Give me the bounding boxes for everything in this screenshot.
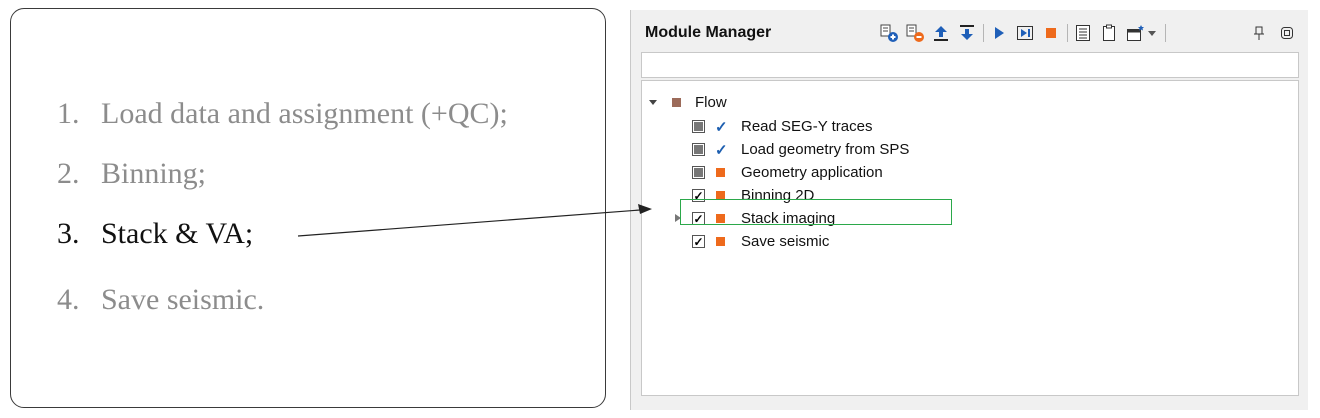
module-label: Geometry application [741, 164, 883, 181]
done-check-icon: ✓ [715, 141, 728, 159]
pending-status-icon [716, 191, 725, 200]
module-checkbox[interactable] [692, 166, 705, 179]
tree-label: Flow [695, 94, 727, 111]
expand-arrow-icon[interactable] [648, 94, 662, 111]
new-window-icon[interactable] [1125, 22, 1145, 44]
module-manager-window: Module Manager [630, 10, 1308, 410]
step-4: 4. Save seismic. [57, 283, 264, 317]
tree-root-flow[interactable]: Flow [648, 91, 727, 114]
module-checkbox[interactable]: ✓ [692, 234, 705, 249]
stop-icon[interactable] [1041, 22, 1061, 44]
steps-panel: 1. Load data and assignment (+QC); 2. Binn… [10, 8, 606, 408]
step-text: Stack & VA; [101, 217, 254, 250]
module-tree: Flow ✓ Read SEG-Y traces ✓ Load geometry… [641, 80, 1299, 396]
step-text: Binning; [101, 157, 207, 190]
list-icon[interactable] [1073, 22, 1093, 44]
window-title: Module Manager [645, 24, 772, 41]
step-number: 3. [57, 217, 80, 250]
step-number: 2. [57, 157, 80, 190]
move-up-icon[interactable] [931, 22, 951, 44]
toolbar-separator [1165, 24, 1166, 42]
remove-module-icon[interactable] [905, 22, 925, 44]
step-1: 1. Load data and assignment (+QC); [57, 97, 508, 131]
module-label: Stack imaging [741, 210, 836, 227]
step-3: 3. Stack & VA; [57, 217, 253, 251]
module-label: Save seismic [741, 233, 830, 250]
flow-folder-icon [672, 98, 681, 107]
done-check-icon: ✓ [715, 118, 728, 136]
restore-icon[interactable] [1277, 22, 1297, 44]
module-checkbox[interactable] [692, 143, 705, 156]
toolbar-separator [1067, 24, 1068, 42]
module-row[interactable]: ✓ Load geometry from SPS [692, 138, 909, 161]
add-module-icon[interactable] [879, 22, 899, 44]
expand-arrow-icon[interactable] [674, 210, 692, 227]
module-row-selected[interactable]: ✓ Stack imaging [674, 207, 835, 230]
module-label: Read SEG-Y traces [741, 118, 873, 135]
dropdown-icon[interactable] [1145, 22, 1159, 44]
module-row[interactable]: ✓ Read SEG-Y traces [692, 115, 872, 138]
highlight-box [680, 199, 952, 225]
run-to-icon[interactable] [1015, 22, 1035, 44]
step-text: Save seismic. [101, 283, 265, 316]
clipboard-icon[interactable] [1099, 22, 1119, 44]
module-label: Load geometry from SPS [741, 141, 910, 158]
toolbar-separator [983, 24, 984, 42]
module-checkbox[interactable] [692, 120, 705, 133]
pending-status-icon [716, 237, 725, 246]
pin-icon[interactable] [1249, 22, 1269, 44]
module-row[interactable]: Geometry application [692, 161, 883, 184]
step-text: Load data and assignment (+QC); [101, 97, 508, 130]
move-down-icon[interactable] [957, 22, 977, 44]
module-checkbox[interactable]: ✓ [692, 188, 705, 203]
run-icon[interactable] [989, 22, 1009, 44]
filter-bar[interactable] [641, 52, 1299, 78]
module-row[interactable]: ✓ Save seismic [692, 230, 829, 253]
step-number: 1. [57, 97, 80, 130]
pending-status-icon [716, 168, 725, 177]
module-manager-header: Module Manager [631, 10, 1309, 54]
step-2: 2. Binning; [57, 157, 206, 191]
pending-status-icon [716, 214, 725, 223]
step-number: 4. [57, 283, 80, 316]
